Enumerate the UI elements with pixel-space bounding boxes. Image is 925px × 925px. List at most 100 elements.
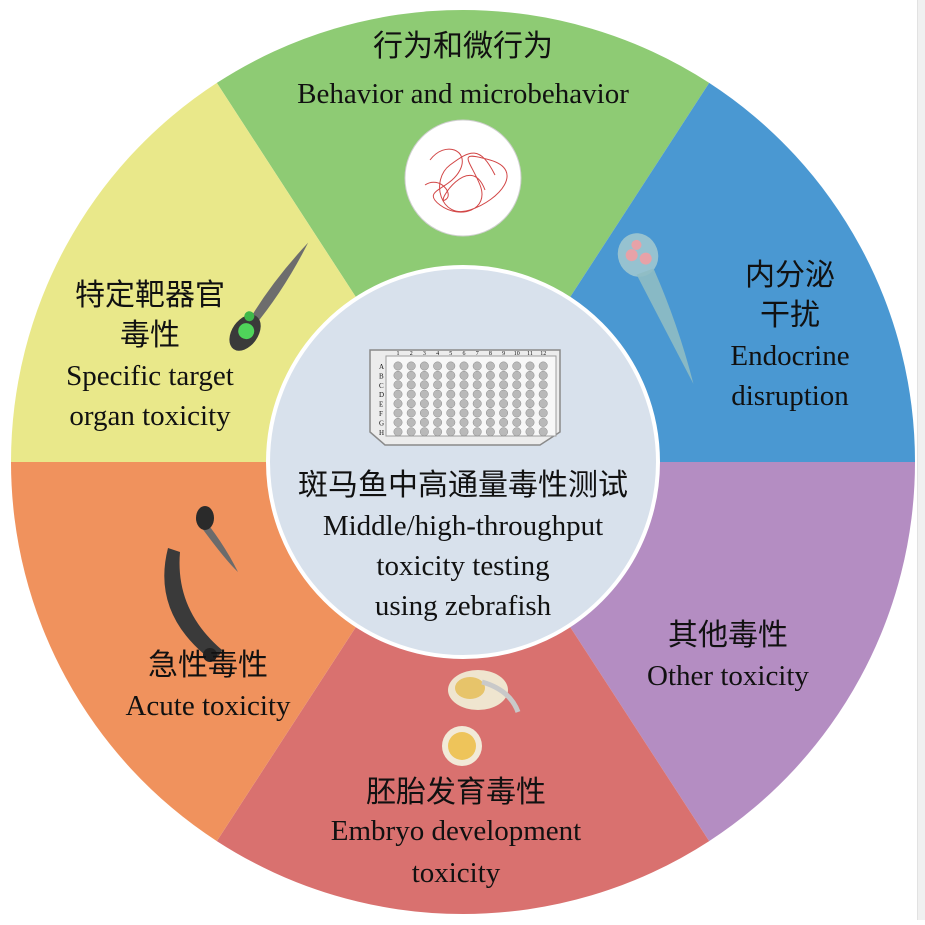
fluorescent-larva-icon — [229, 242, 309, 351]
plate-well — [406, 361, 416, 371]
plate-col-label: 11 — [527, 351, 533, 357]
plate-col-label: 3 — [423, 351, 426, 357]
plate-well — [512, 361, 522, 371]
plate-well — [446, 399, 456, 409]
plate-well — [499, 380, 509, 390]
scrollbar[interactable] — [917, 0, 925, 920]
endocrine-label-line: disruption — [731, 380, 849, 412]
plate-well — [446, 427, 456, 437]
plate-col-label: 12 — [540, 351, 546, 357]
plate-row-label: C — [379, 382, 384, 390]
acute-label-line: 急性毒性 — [148, 649, 268, 682]
plate-well — [433, 417, 443, 427]
plate-col-label: 2 — [410, 351, 413, 357]
plate-well — [419, 380, 429, 390]
plate-row-label: G — [379, 419, 384, 427]
center-label-line: Middle/high-throughput — [323, 510, 603, 542]
plate-well — [459, 361, 469, 371]
plate-well — [393, 361, 403, 371]
plate-well — [525, 399, 535, 409]
plate-well — [433, 380, 443, 390]
deformed-larva-icon — [164, 506, 238, 662]
plate-col-label: 7 — [476, 351, 479, 357]
plate-well — [406, 427, 416, 437]
plate-well — [499, 399, 509, 409]
center-label: 斑马鱼中高通量毒性测试 Middle/high-throughput toxicit… — [298, 469, 628, 622]
plate-well — [512, 370, 522, 380]
embryo-label-line: Embryo development — [331, 815, 581, 847]
plate-well — [459, 370, 469, 380]
plate-well — [472, 408, 482, 418]
plate-well — [538, 380, 548, 390]
plate-well — [538, 417, 548, 427]
other-label-line: 其他毒性 — [668, 619, 788, 652]
plate-well — [433, 370, 443, 380]
plate-well — [393, 427, 403, 437]
plate-well — [446, 370, 456, 380]
plate-col-label: 4 — [436, 351, 439, 357]
plate-well — [499, 389, 509, 399]
plate-well — [512, 427, 522, 437]
swim-track-icon — [404, 119, 522, 237]
organ-label-line: organ toxicity — [69, 400, 231, 432]
plate-well — [485, 361, 495, 371]
plate-well — [393, 389, 403, 399]
organ-label-line: 毒性 — [120, 319, 180, 352]
plate-well — [512, 408, 522, 418]
plate-well — [499, 361, 509, 371]
plate-well — [525, 380, 535, 390]
plate-well — [538, 427, 548, 437]
endocrine-label-line: 内分泌 — [745, 259, 835, 292]
plate-well — [393, 417, 403, 427]
plate-well — [459, 417, 469, 427]
other-label-line: Other toxicity — [647, 660, 809, 692]
plate-row-label: F — [379, 410, 383, 418]
plate-well — [485, 427, 495, 437]
plate-well — [419, 370, 429, 380]
plate-well — [485, 408, 495, 418]
plate-well — [472, 380, 482, 390]
plate-well — [512, 380, 522, 390]
endocrine-label-line: 干扰 — [760, 299, 820, 332]
plate-well — [459, 380, 469, 390]
center-label-line: 斑马鱼中高通量毒性测试 — [298, 469, 628, 502]
plate-well — [419, 417, 429, 427]
plate-col-label: 6 — [463, 351, 466, 357]
plate-well — [459, 399, 469, 409]
acute-label-line: Acute toxicity — [125, 690, 291, 722]
plate-well — [446, 361, 456, 371]
plate-well — [525, 361, 535, 371]
plate-well — [538, 389, 548, 399]
plate-well — [525, 427, 535, 437]
plate-well — [512, 417, 522, 427]
plate-well — [538, 370, 548, 380]
plate-well — [459, 389, 469, 399]
plate-well — [446, 380, 456, 390]
plate-well — [499, 417, 509, 427]
plate-well — [499, 370, 509, 380]
plate-well — [406, 380, 416, 390]
plate-well — [406, 408, 416, 418]
plate-well — [433, 427, 443, 437]
plate-well — [459, 427, 469, 437]
center-label-line: toxicity testing — [376, 550, 549, 582]
behavior-label-line: 行为和微行为 — [373, 30, 553, 63]
plate-well — [472, 399, 482, 409]
plate-well — [472, 370, 482, 380]
plate-well — [472, 427, 482, 437]
plate-well — [538, 399, 548, 409]
plate-well — [485, 399, 495, 409]
plate-well — [499, 408, 509, 418]
plate-well — [406, 399, 416, 409]
plate-well — [485, 370, 495, 380]
plate-well — [472, 361, 482, 371]
plate-row-label: B — [379, 372, 384, 380]
plate-col-label: 9 — [502, 351, 505, 357]
plate-well — [538, 408, 548, 418]
plate-well — [525, 417, 535, 427]
plate-well — [419, 399, 429, 409]
plate-well — [485, 417, 495, 427]
